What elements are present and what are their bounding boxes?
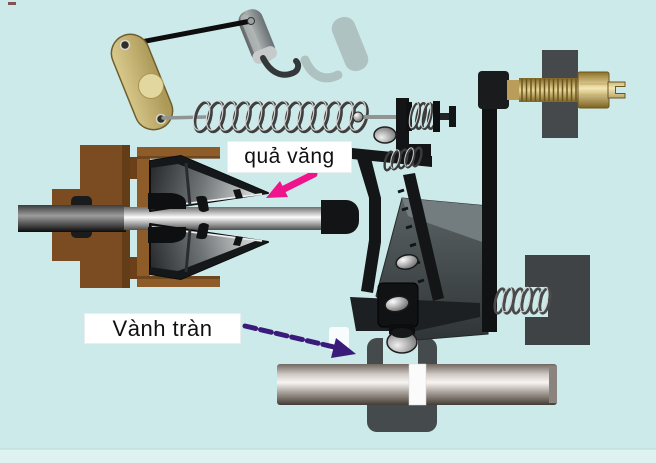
drive-shaft bbox=[18, 205, 126, 232]
spring-wire bbox=[161, 115, 208, 120]
return-spring bbox=[493, 286, 552, 315]
flyweight-arrow bbox=[266, 170, 318, 198]
guide-shaft bbox=[124, 207, 340, 230]
rivet-upper bbox=[395, 254, 419, 270]
flyweight-label: quả văng bbox=[227, 141, 352, 173]
stop-lever bbox=[478, 71, 509, 332]
toothed-link bbox=[397, 173, 444, 301]
lever-boss bbox=[138, 73, 164, 99]
idle-spring bbox=[383, 146, 423, 172]
link-rod bbox=[122, 18, 254, 48]
adjusting-screw bbox=[507, 71, 626, 109]
screw-slotted-tip bbox=[607, 81, 626, 99]
ghost-handle bbox=[300, 16, 369, 83]
rack-white-band bbox=[408, 363, 427, 406]
spring-seat-assembly bbox=[352, 98, 456, 172]
speed-lever bbox=[110, 33, 208, 131]
stop-block bbox=[525, 255, 590, 345]
overflow-ring-label: Vành tràn bbox=[84, 313, 241, 344]
shaft-end-cap bbox=[321, 200, 359, 234]
governor-lever-assembly bbox=[350, 148, 489, 354]
flyweight-jaws bbox=[148, 193, 186, 243]
control-rack bbox=[277, 363, 557, 406]
rivet-lower bbox=[384, 295, 410, 313]
control-handle bbox=[238, 9, 302, 78]
link-rod-pin bbox=[247, 17, 255, 25]
rack-arrow bbox=[242, 323, 356, 358]
screw-hex-nut bbox=[577, 71, 610, 109]
governor-spring bbox=[192, 100, 369, 134]
lever-hole-top bbox=[119, 39, 131, 51]
egg-nut bbox=[373, 126, 397, 144]
